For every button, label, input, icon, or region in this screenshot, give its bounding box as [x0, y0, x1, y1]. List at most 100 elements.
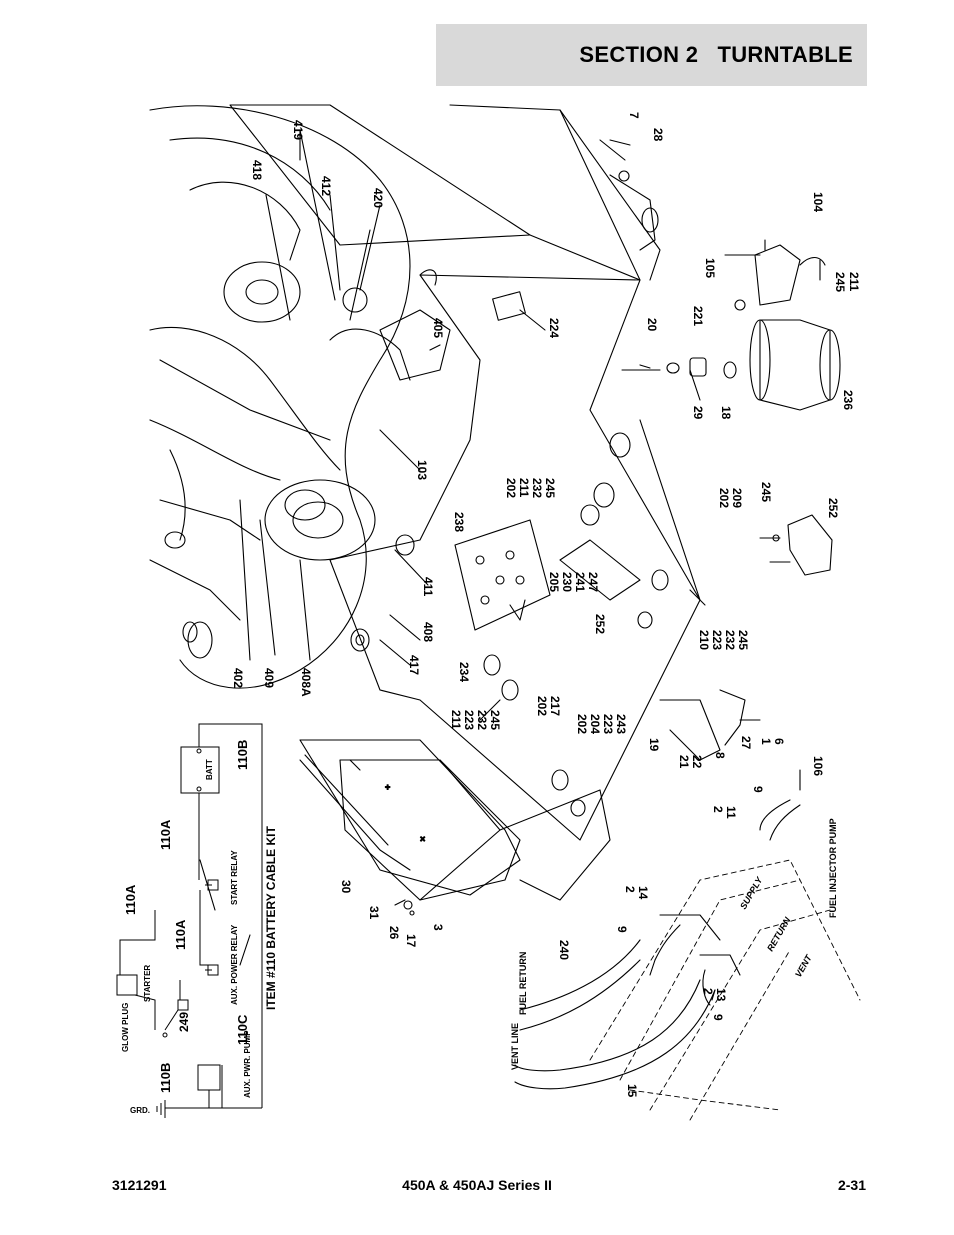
callout: 408 [421, 622, 435, 642]
callout: 408A [299, 668, 313, 697]
callout: 223 [462, 710, 476, 730]
label-110a-2: 110A [123, 884, 138, 915]
callout: 405 [431, 318, 445, 338]
callout: 8 [713, 752, 727, 759]
label-start-relay: START RELAY [230, 850, 239, 905]
callout: 9 [711, 1014, 725, 1021]
callout: 105 [703, 258, 717, 278]
callout: 243 [614, 714, 628, 734]
document-number: 3121291 [112, 1177, 167, 1193]
callout: 7 [627, 112, 641, 119]
callout: 252 [826, 498, 840, 518]
label-aux-power-relay: AUX. POWER RELAY [230, 924, 239, 1005]
callout: 245 [543, 478, 557, 498]
label-110c: 110C [235, 1014, 250, 1045]
label-starter: STARTER [143, 965, 152, 1002]
callout: 221 [691, 306, 705, 326]
label-110b-1: 110B [235, 740, 250, 770]
label-fuel-injector-pump: FUEL INJECTOR PUMP [828, 818, 838, 918]
svg-text:×: × [420, 834, 425, 844]
label-return: RETURN [765, 915, 793, 953]
label-fuel-return: FUEL RETURN [518, 952, 528, 1015]
callout: 18 [719, 406, 733, 420]
callout: 9 [615, 926, 629, 933]
callout: 202 [717, 488, 731, 508]
callout: 202 [504, 478, 518, 498]
callout: 241 [573, 572, 587, 592]
callout: 245 [833, 272, 847, 292]
callout: 205 [547, 572, 561, 592]
callout: 204 [588, 714, 602, 734]
callout: 209 [730, 488, 744, 508]
label-110a-1: 110A [158, 819, 173, 850]
schematic-labels: ITEM #110 BATTERY CABLE KIT BATT START R… [121, 740, 278, 1115]
model-name: 450A & 450AJ Series II [402, 1177, 552, 1193]
label-110b-2: 110B [158, 1063, 173, 1093]
callout: 22 [690, 755, 704, 769]
callout: 402 [231, 668, 245, 688]
label-batt: BATT [205, 759, 214, 780]
callout: 106 [811, 756, 825, 776]
kit-title: ITEM #110 BATTERY CABLE KIT [264, 826, 278, 1010]
callout: 419 [291, 120, 305, 140]
callout: 232 [475, 710, 489, 730]
callout: 28 [651, 128, 665, 142]
callout: 247 [586, 572, 600, 592]
callout: 21 [677, 755, 691, 769]
callout: 411 [421, 577, 435, 597]
callout: 27 [739, 736, 753, 750]
callout: 240 [557, 940, 571, 960]
callout: 1 [759, 738, 773, 745]
callout: 202 [535, 696, 549, 716]
callout: 14 [636, 886, 650, 900]
callout: 29 [691, 406, 705, 420]
callout: 13 [714, 988, 728, 1002]
callout: 420 [371, 188, 385, 208]
battery-cable-schematic [116, 723, 263, 1118]
callout: 223 [601, 714, 615, 734]
callout: 232 [723, 630, 737, 650]
callout: 417 [407, 655, 421, 675]
callout: 409 [262, 668, 276, 688]
callout: 20 [645, 318, 659, 332]
callout: 6 [772, 738, 786, 745]
label-grd: GRD. [130, 1106, 150, 1115]
callout: 15 [625, 1084, 639, 1098]
callout: 224 [547, 318, 561, 338]
callout: 418 [250, 160, 264, 180]
label-vent: VENT [793, 952, 814, 979]
line-art: + × [149, 104, 861, 1121]
callout: 103 [415, 460, 429, 480]
callout: 11 [724, 806, 738, 819]
label-110a-3: 110A [173, 919, 188, 950]
callout: 234 [457, 662, 471, 682]
svg-text:+: + [385, 782, 390, 792]
callout: 2 [711, 806, 725, 813]
label-vent-line: VENT LINE [510, 1023, 520, 1070]
callout: 31 [367, 906, 381, 920]
callout: 245 [488, 710, 502, 730]
callout: 202 [575, 714, 589, 734]
callout: 30 [339, 880, 353, 894]
callout: 211 [847, 272, 861, 292]
callout: 236 [841, 390, 855, 410]
label-249: 249 [177, 1012, 191, 1032]
label-aux-pwr-pump: AUX. PWR. PUMP [243, 1030, 252, 1098]
callout: 230 [560, 572, 574, 592]
callout: 232 [530, 478, 544, 498]
callout: 211 [449, 710, 463, 730]
part-callouts: 7 28 104 105 245 211 221 20 224 29 18 23… [231, 112, 861, 1098]
callout: 211 [517, 478, 531, 498]
label-glow-plug: GLOW PLUG [121, 1003, 130, 1052]
page-number: 2-31 [837, 1177, 866, 1193]
label-supply: SUPPLY [738, 875, 765, 911]
callout: 238 [452, 512, 466, 532]
callout: 17 [404, 934, 418, 948]
callout: 2 [701, 988, 715, 995]
callout: 9 [751, 786, 765, 793]
callout: 19 [647, 738, 661, 752]
callout: 245 [759, 482, 773, 502]
callout: 104 [811, 192, 825, 212]
callout: 26 [387, 926, 401, 940]
